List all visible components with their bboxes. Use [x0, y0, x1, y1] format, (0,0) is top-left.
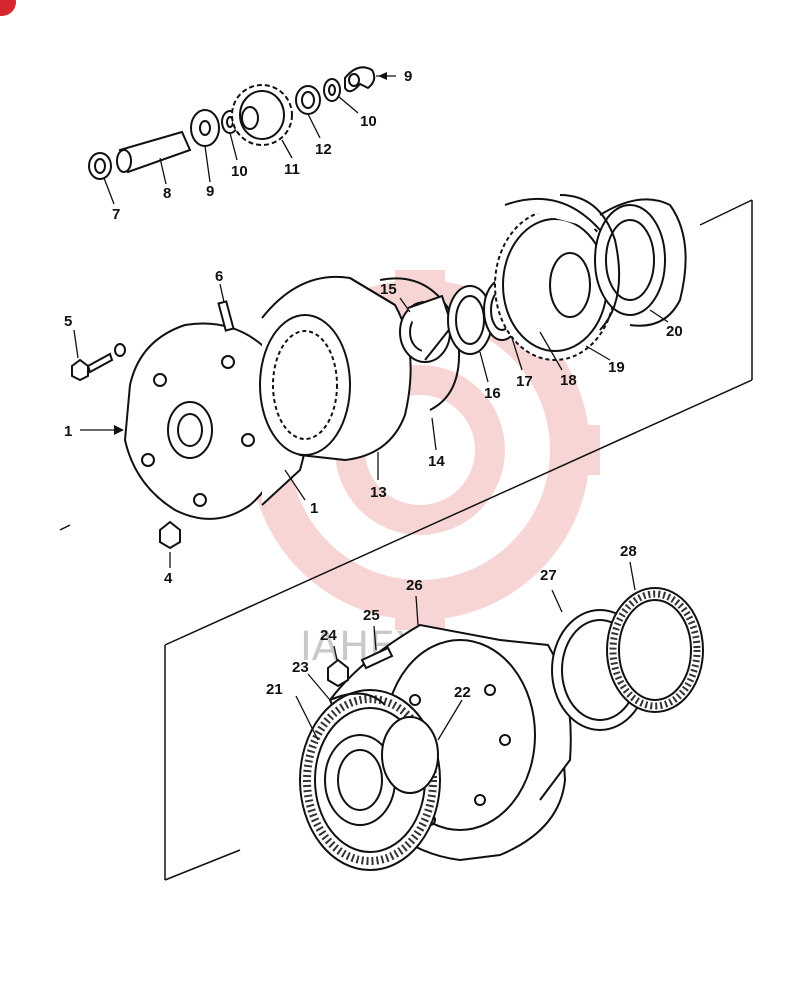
middle-leaders [73, 283, 669, 568]
callout-23: 23 [292, 659, 309, 676]
callout-24: 24 [320, 627, 337, 644]
corner-badge [0, 0, 16, 16]
callout-14: 14 [428, 453, 445, 470]
part-9-thrust-washer [344, 66, 376, 93]
part-24-nut [327, 658, 349, 688]
callout-8: 8 [163, 185, 171, 202]
part-15-bearing [399, 294, 454, 363]
part-11-planet-gear [231, 84, 293, 146]
lower-leaders [295, 561, 636, 741]
part-20-cup [594, 198, 687, 327]
callout-19: 19 [608, 359, 625, 376]
callout-18: 18 [560, 372, 577, 389]
part-5-washer [114, 343, 126, 357]
part-25-stud [360, 646, 394, 670]
callout-28: 28 [620, 543, 637, 560]
callout-22: 22 [454, 684, 471, 701]
arrow-1-left [114, 425, 124, 435]
part-12-needle-bearing [295, 85, 321, 115]
part-23-snap-ring [329, 692, 386, 706]
callout-27: 27 [540, 567, 557, 584]
callout-13: 13 [370, 484, 387, 501]
part-10-ring-b [323, 78, 341, 102]
arrow-9-top [378, 72, 387, 80]
callout-10-top: 10 [360, 113, 377, 130]
part-22-inner-bearing [324, 716, 439, 826]
callout-1-left: 1 [64, 423, 72, 440]
part-13-ring-gear [259, 275, 412, 462]
callout-10-bottom: 10 [231, 163, 248, 180]
callout-labels: 9 10 12 11 10 9 8 7 6 5 1 1 4 13 14 15 1… [64, 68, 683, 701]
top-leaders [103, 75, 396, 205]
callout-17: 17 [516, 373, 533, 390]
group-frame-upper [59, 199, 753, 646]
callout-11: 11 [284, 161, 300, 178]
callout-15: 15 [380, 281, 397, 298]
group-frame-lower [164, 645, 241, 881]
callout-26: 26 [406, 577, 423, 594]
part-9-washer [190, 109, 220, 147]
part-5-bolt [71, 352, 114, 382]
callout-7: 7 [112, 206, 120, 223]
part-16-ring [447, 285, 493, 355]
part-7-bushing [88, 152, 112, 180]
callout-4: 4 [164, 570, 173, 587]
callout-21: 21 [266, 681, 283, 698]
part-4-plug [159, 520, 181, 550]
callout-1-mid: 1 [310, 500, 318, 517]
part-28-seal-shade [609, 590, 701, 710]
callout-9-bottom: 9 [206, 183, 214, 200]
part-21-friction-shade [303, 695, 437, 865]
callout-5: 5 [64, 313, 72, 330]
part-20-snap-ring [559, 194, 621, 331]
part-6-spring-pin [217, 300, 235, 332]
part-8-pin [116, 130, 192, 174]
part-28-seal [606, 587, 704, 713]
callout-12: 12 [315, 141, 332, 158]
callout-9-top: 9 [404, 68, 412, 85]
part-19-large-gear [494, 197, 616, 361]
callout-20: 20 [666, 323, 683, 340]
callout-25: 25 [363, 607, 380, 624]
callout-6: 6 [215, 268, 223, 285]
callout-16: 16 [484, 385, 501, 402]
